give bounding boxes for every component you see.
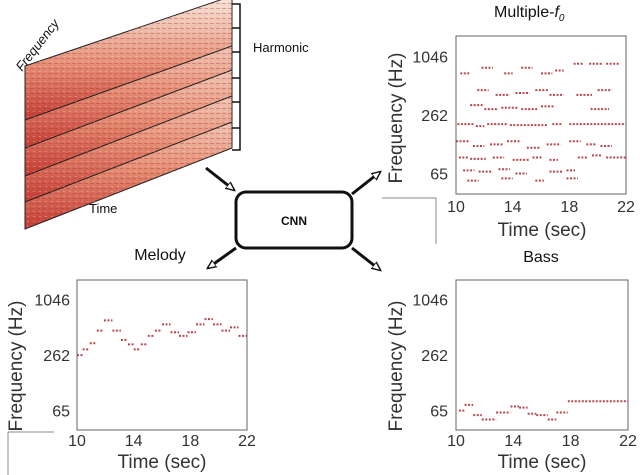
- spectrogram-layer: [24, 0, 233, 121]
- arrow-to-cnn: [205, 166, 234, 190]
- multiple-f0-xlabel: Time (sec): [497, 220, 586, 241]
- cnn-box: [234, 190, 354, 250]
- multiple-f0-panel: Multiple-f0 10 14 18 22 1046 262 65 Frequency …: [382, 4, 635, 244]
- multiple-f0-notes: [456, 62, 626, 182]
- multiple-f0-ylabel: Frequency (Hz): [386, 53, 407, 184]
- y-tick-label: 1046: [412, 49, 448, 66]
- bass-panel: Bass 10 14 18 22 1046 262 65 Frequency (Hz) Ti…: [386, 249, 637, 473]
- x-tick-label: 14: [125, 433, 143, 450]
- y-tick-label: 262: [43, 348, 70, 365]
- melody-title: Melody: [134, 247, 186, 264]
- y-tick-label: 262: [421, 348, 448, 365]
- spectrogram-time-label: Time: [89, 201, 117, 216]
- bass-axes: 10 14 18 22 1046 262 65: [412, 292, 637, 450]
- y-tick-label: 262: [421, 108, 448, 125]
- x-tick-label: 18: [562, 433, 580, 450]
- y-tick-label: 1046: [412, 292, 448, 309]
- x-tick-label: 18: [560, 199, 578, 216]
- x-tick-label: 22: [238, 433, 256, 450]
- x-tick-label: 10: [68, 433, 86, 450]
- x-tick-label: 10: [447, 199, 465, 216]
- harmonic-bracket: [232, 3, 241, 151]
- x-tick-label: 14: [504, 199, 522, 216]
- melody-axis-stub: [7, 431, 54, 475]
- bass-ylabel: Frequency (Hz): [386, 301, 407, 432]
- y-tick-label: 65: [430, 167, 448, 184]
- harmonic-spectrogram-stack: [24, 0, 241, 230]
- multiple-f0-title: Multiple-f0: [494, 4, 565, 24]
- multiple-f0-axis-stub: [382, 197, 437, 244]
- x-tick-label: 22: [617, 199, 635, 216]
- melody-plot-area: [76, 279, 248, 431]
- arrow-to-multiple-f0: [351, 172, 380, 196]
- x-tick-label: 10: [447, 433, 465, 450]
- melody-xlabel: Time (sec): [117, 452, 206, 473]
- y-tick-label: 1046: [34, 292, 70, 309]
- melody-ylabel: Frequency (Hz): [6, 301, 27, 432]
- melody-axes: 10 14 18 22 1046 262 65: [34, 292, 256, 450]
- multiple-f0-axes: 10 14 18 22 1046 262 65: [412, 49, 635, 216]
- x-tick-label: 22: [619, 433, 637, 450]
- x-tick-label: 18: [181, 433, 199, 450]
- y-tick-label: 65: [430, 404, 448, 421]
- x-tick-label: 14: [504, 433, 522, 450]
- melody-notes: [77, 318, 247, 357]
- arrow-to-melody: [208, 246, 237, 268]
- bass-title: Bass: [523, 249, 559, 266]
- harmonic-label: Harmonic: [253, 40, 309, 55]
- y-tick-label: 65: [52, 404, 70, 421]
- cnn-label: CNN: [281, 214, 307, 228]
- bass-xlabel: Time (sec): [497, 452, 586, 473]
- bass-plot-area: [455, 279, 629, 431]
- multiple-f0-plot-area: [455, 35, 627, 195]
- bass-notes: [458, 400, 628, 421]
- arrow-to-bass: [351, 246, 380, 270]
